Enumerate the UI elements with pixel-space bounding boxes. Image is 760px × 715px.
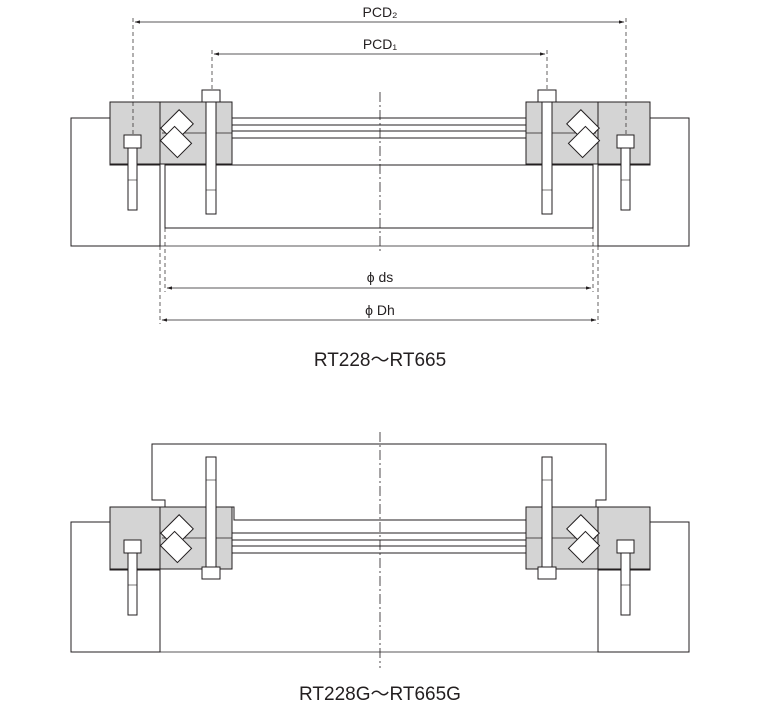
bottom-bolt-outer-right <box>616 539 635 616</box>
top-shaft-outline <box>164 164 594 229</box>
top-spacer-upper <box>231 117 527 126</box>
top-left-roller-2 <box>159 125 193 159</box>
top-caption: RT228～RT665 <box>314 350 446 371</box>
bottom-left-bearing <box>109 506 233 570</box>
top-right-roller-2 <box>567 125 601 159</box>
ds-label: ϕ ds <box>367 269 394 285</box>
dh-label: ϕ Dh <box>365 302 395 318</box>
pcd1-label: PCD₁ <box>363 36 398 52</box>
bottom-view: RT228G～RT665G <box>70 432 690 705</box>
top-bolt-inner-right <box>537 89 557 215</box>
bottom-caption: RT228G～RT665G <box>299 684 461 705</box>
top-bolt-inner-left <box>201 89 221 215</box>
top-left-bearing <box>109 101 233 165</box>
top-view: PCD₂ PCD₁ ϕ ds ϕ Dh RT228～RT665 <box>70 4 690 371</box>
bottom-bolt-inner-right <box>537 456 557 580</box>
top-bolt-outer-right <box>616 134 635 211</box>
bottom-bolt-outer-left <box>123 539 142 616</box>
top-bolt-outer-left <box>123 134 142 211</box>
bottom-right-bearing <box>525 506 651 570</box>
pcd2-label: PCD₂ <box>363 4 398 20</box>
bottom-bolt-inner-left <box>201 456 221 580</box>
top-spacer-lower <box>231 130 527 139</box>
